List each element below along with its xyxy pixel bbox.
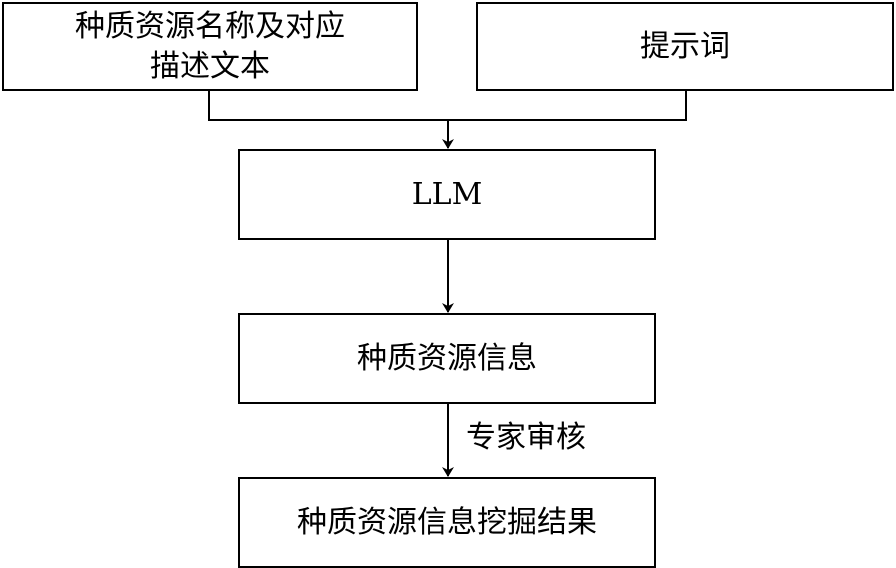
- prompt-node: 提示词: [476, 2, 894, 91]
- input-text-label: 种质资源名称及对应 描述文本: [75, 7, 345, 87]
- prompt-label: 提示词: [640, 28, 730, 64]
- merge-connector: [208, 91, 687, 121]
- mining-result-node: 种质资源信息挖掘结果: [238, 477, 656, 568]
- expert-review-label: 专家审核: [466, 420, 586, 455]
- input-text-line-1: 种质资源名称及对应: [75, 8, 345, 44]
- germplasm-info-node: 种质资源信息: [238, 313, 656, 404]
- llm-label: LLM: [411, 176, 483, 212]
- input-text-line-2: 描述文本: [150, 48, 270, 84]
- input-text-node: 种质资源名称及对应 描述文本: [2, 2, 418, 91]
- llm-node: LLM: [238, 149, 656, 240]
- mining-result-label: 种质资源信息挖掘结果: [297, 504, 597, 540]
- germplasm-info-label: 种质资源信息: [357, 340, 537, 376]
